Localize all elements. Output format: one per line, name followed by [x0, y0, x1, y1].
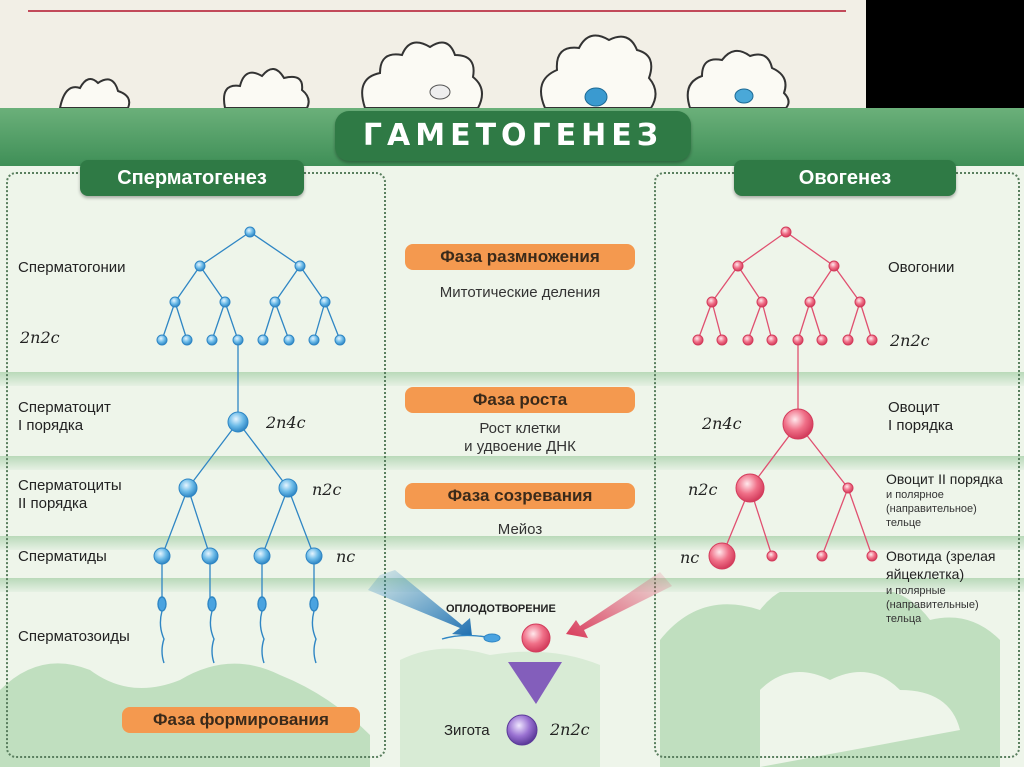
- oogonia-label: Овогонии: [888, 259, 955, 276]
- oogonia-cells: [692, 226, 878, 346]
- polar2-label-1: и полярные: [886, 585, 946, 597]
- spermatocytes2-label-2: II порядка: [18, 495, 88, 512]
- phase-reproduction-desc: Митотические деления: [439, 284, 601, 301]
- divider-line: [28, 10, 846, 12]
- phase-reproduction: Фаза размножения: [405, 244, 635, 270]
- row-band: [0, 536, 1024, 550]
- polar1-label-3: тельце: [886, 517, 922, 529]
- spermatocytes2-ploidy: n2c: [312, 480, 342, 499]
- phase-growth: Фаза роста: [405, 387, 635, 413]
- spermatogenesis-header: Сперматогенез: [80, 160, 304, 196]
- phase-formation: Фаза формирования: [122, 707, 360, 733]
- polar1-label-1: и полярное: [886, 489, 944, 501]
- oocyte2-label: Овоцит II порядка: [886, 471, 1003, 487]
- ootid-ploidy: nc: [680, 548, 700, 567]
- ootid-cell: [708, 542, 736, 570]
- oocyte2-cell: [735, 473, 765, 503]
- spermatids-ploidy: nc: [336, 547, 356, 566]
- male-arrow: [368, 570, 472, 636]
- cell-illustration-strip: [0, 0, 866, 110]
- phase-maturation: Фаза созревания: [405, 483, 635, 509]
- spermatids-label: Сперматиды: [18, 548, 107, 565]
- oogenesis-header: Овогенез: [734, 160, 956, 196]
- spermatocyte1-label-1: Сперматоцит: [18, 399, 111, 416]
- oogonia-ploidy: 2n2c: [890, 331, 930, 350]
- oocyte2-ploidy: n2c: [688, 480, 718, 499]
- row-band: [0, 456, 1024, 470]
- female-arrow: [566, 572, 672, 638]
- polar-bodies-cells: [766, 550, 878, 562]
- spermatocyte1-cell: [227, 411, 249, 433]
- polar-body-cell: [842, 482, 854, 494]
- spermatocyte2-cells: [178, 478, 298, 498]
- fertilizing-sperm-icon: [441, 633, 501, 643]
- amoeboid-cells-illustration: [58, 34, 790, 109]
- spermatogenesis-lineage-lines: [161, 231, 341, 600]
- ootid-label-1: Овотида (зрелая: [886, 548, 996, 564]
- polar2-label-3: тельца: [886, 613, 922, 625]
- oocyte1-ploidy: 2n4c: [702, 414, 742, 433]
- zygote-arrow: [508, 662, 562, 704]
- spermatozoa-cells: [157, 596, 319, 664]
- polar1-label-2: (направительное): [886, 503, 977, 515]
- spermatogonia-ploidy: 2n2c: [20, 328, 60, 347]
- row-band: [0, 578, 1024, 592]
- spermatogonia-cells: [156, 226, 346, 346]
- row-band: [0, 372, 1024, 386]
- page-title: ГАМЕТОГЕНЕЗ: [335, 111, 691, 161]
- phase-growth-desc-1: Рост клетки: [479, 420, 561, 437]
- phase-growth-desc-2: и удвоение ДНК: [464, 438, 576, 455]
- black-area: [866, 0, 1024, 110]
- zygote-label: Зигота: [444, 722, 490, 739]
- polar2-label-2: (направительные): [886, 599, 979, 611]
- oocyte1-label-1: Овоцит: [888, 399, 940, 416]
- phase-maturation-desc: Мейоз: [497, 521, 543, 538]
- spermatocytes2-label-1: Сперматоциты: [18, 477, 122, 494]
- spermatocyte1-ploidy: 2n4c: [266, 413, 306, 432]
- zygote-ploidy: 2n2c: [550, 720, 590, 739]
- spermatogonia-label: Сперматогонии: [18, 259, 126, 276]
- spermatocyte1-label-2: I порядка: [18, 417, 84, 434]
- egg-cell: [521, 623, 551, 653]
- zygote-cell: [506, 714, 538, 746]
- fertilization-label: ОПЛОДОТВОРЕНИЕ: [446, 603, 556, 615]
- spermatozoa-label: Сперматозоиды: [18, 628, 130, 645]
- oocyte1-label-2: I порядка: [888, 417, 954, 434]
- oocyte1-cell: [782, 408, 814, 440]
- ootid-label-2: яйцеклетка): [886, 566, 965, 582]
- oogenesis-lineage-lines: [697, 231, 873, 557]
- spermatid-cells: [153, 547, 323, 565]
